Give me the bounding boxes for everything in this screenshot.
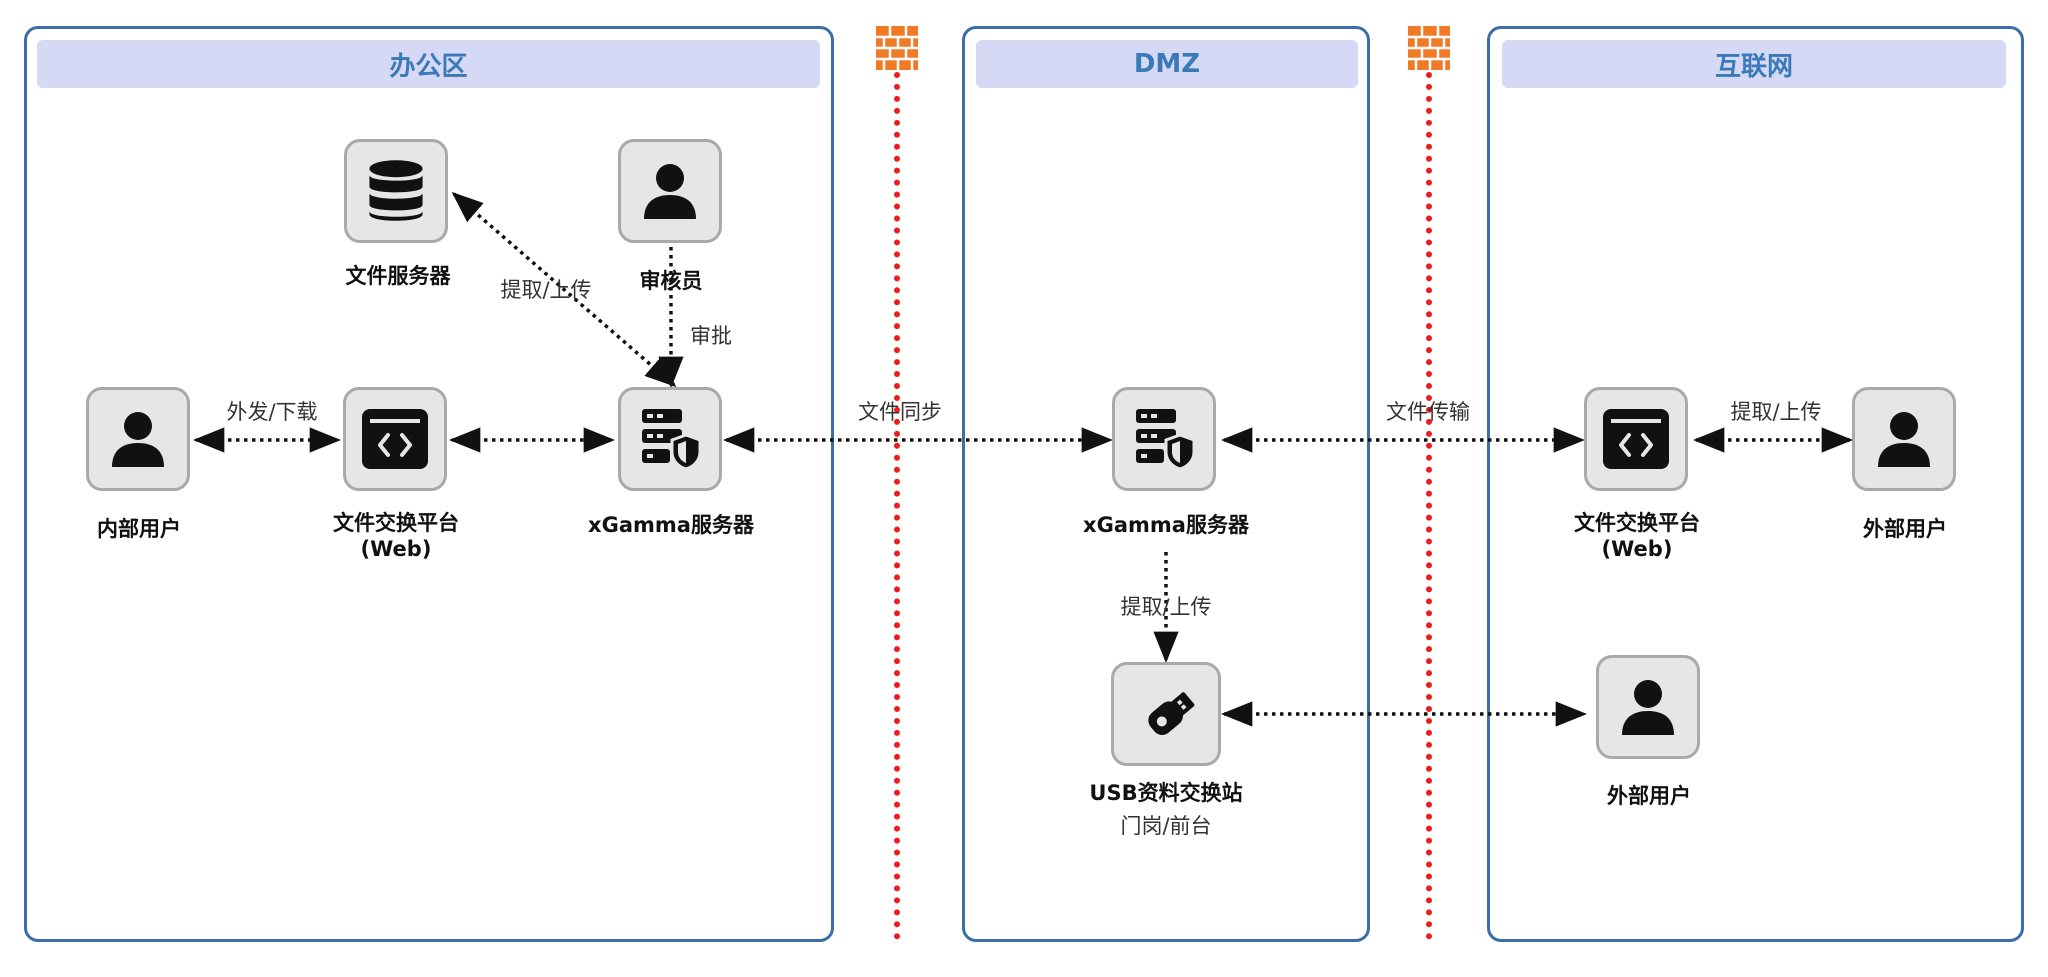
node-external-user-bottom[interactable]	[1596, 655, 1700, 759]
label-file-transfer: 文件传输	[1386, 400, 1470, 424]
secure-server-icon	[1136, 409, 1196, 471]
code-window-icon	[362, 409, 428, 469]
node-exchange-platform-office[interactable]	[343, 387, 447, 491]
label-external-user-top: 外部用户	[1863, 517, 1947, 541]
label-xgamma-server-dmz: xGamma服务器	[1083, 513, 1249, 537]
node-external-user-top[interactable]	[1852, 387, 1956, 491]
database-icon	[369, 160, 423, 221]
label-usb-station-name: USB资料交换站	[1089, 781, 1243, 805]
code-window-icon	[1603, 409, 1669, 469]
label-exchange-platform-internet-sub: (Web)	[1601, 537, 1673, 561]
label-usb-station-sub: 门岗/前台	[1120, 814, 1212, 838]
zone-internet-title: 互联网	[1502, 40, 2006, 88]
firewall-line-left	[894, 60, 900, 940]
usb-drive-icon	[1148, 692, 1195, 736]
label-file-sync: 文件同步	[858, 400, 942, 424]
user-icon	[1878, 412, 1930, 467]
label-fetch-upload-internet: 提取/上传	[1730, 400, 1822, 424]
label-auditor: 审核员	[639, 269, 703, 293]
label-fetch-upload-office: 提取/上传	[500, 278, 592, 302]
label-xgamma-server-office: xGamma服务器	[588, 513, 754, 537]
label-internal-user: 内部用户	[97, 517, 181, 541]
label-send-download: 外发/下载	[226, 400, 318, 424]
label-exchange-platform-office-sub: (Web)	[360, 537, 432, 561]
firewall-icon	[1408, 26, 1450, 70]
node-exchange-platform-internet[interactable]	[1584, 387, 1688, 491]
secure-server-icon	[642, 409, 702, 471]
user-icon	[644, 164, 696, 219]
label-usb-station: USB资料交换站 门岗/前台	[1089, 780, 1242, 839]
firewall-icon	[876, 26, 918, 70]
label-file-server: 文件服务器	[345, 264, 451, 288]
node-internal-user[interactable]	[86, 387, 190, 491]
node-usb-station[interactable]	[1111, 662, 1221, 766]
node-auditor[interactable]	[618, 139, 722, 243]
label-fetch-upload-dmz: 提取/上传	[1120, 595, 1212, 619]
node-xgamma-server-dmz[interactable]	[1112, 387, 1216, 491]
link-fileserver-xgamma	[451, 191, 677, 388]
zone-office-title: 办公区	[37, 40, 820, 88]
firewall-line-right	[1426, 60, 1432, 940]
label-exchange-platform-office-name: 文件交换平台	[333, 511, 459, 535]
user-icon	[1622, 680, 1674, 735]
label-exchange-platform-internet-name: 文件交换平台	[1574, 511, 1700, 535]
label-approve: 审批	[690, 324, 732, 348]
user-icon	[112, 412, 164, 467]
node-file-server[interactable]	[344, 139, 448, 243]
node-xgamma-server-office[interactable]	[618, 387, 722, 491]
label-exchange-platform-internet: 文件交换平台 (Web)	[1574, 510, 1700, 562]
zone-dmz-title: DMZ	[976, 40, 1358, 88]
label-external-user-bottom: 外部用户	[1607, 784, 1691, 808]
label-exchange-platform-office: 文件交换平台 (Web)	[333, 510, 459, 562]
